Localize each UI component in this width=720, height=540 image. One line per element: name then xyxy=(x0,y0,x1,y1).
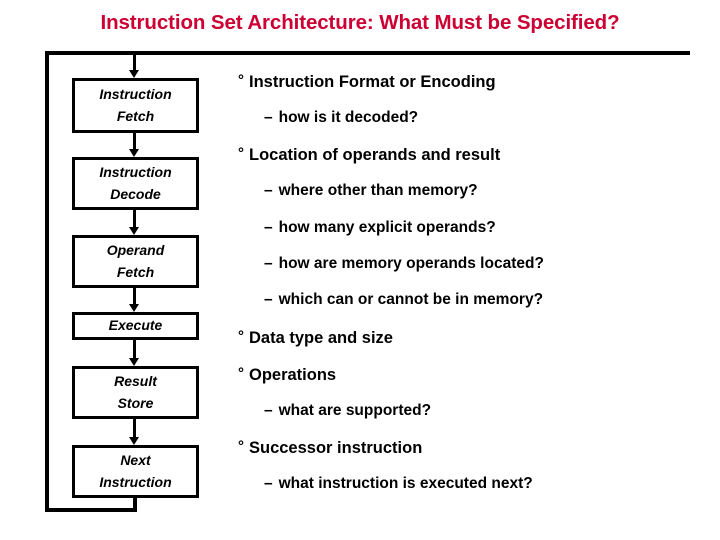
bullet-how-are-memory-operands-located: –how are memory operands located? xyxy=(238,255,544,273)
flow-box-label: Store xyxy=(117,394,154,411)
bullet-data-type-and-size: ° Data type and size xyxy=(238,328,393,348)
flow-box-label: Execute xyxy=(108,317,163,334)
bullet-text: how are memory operands located? xyxy=(278,255,544,272)
flow-box-label: Next xyxy=(120,451,151,468)
dash-bullet-icon: – xyxy=(264,475,273,492)
arrowhead-decode-to-operand xyxy=(129,227,139,235)
connector-operand-to-execute xyxy=(133,288,136,305)
connector-decode-to-operand xyxy=(133,210,136,228)
bullet-text: which can or cannot be in memory? xyxy=(278,291,544,308)
bullet-location-of-operands: ° Location of operands and result xyxy=(238,145,500,165)
connector-result-to-next xyxy=(133,419,136,438)
feedback-loop-left-line xyxy=(45,51,49,512)
feedback-loop-bottom-line xyxy=(45,508,137,512)
degree-bullet-icon: ° xyxy=(238,328,244,345)
bullet-how-many-explicit-operands: –how many explicit operands? xyxy=(238,219,496,237)
feedback-loop-riser-line xyxy=(133,498,137,512)
connector-execute-to-result xyxy=(133,340,136,359)
bullet-what-instruction-is-executed-next: –what instruction is executed next? xyxy=(238,475,533,493)
arrowhead-result-to-next xyxy=(129,437,139,445)
degree-bullet-icon: ° xyxy=(238,438,244,455)
bullet-operations: ° Operations xyxy=(238,365,336,385)
dash-bullet-icon: – xyxy=(264,109,273,126)
bullet-successor-instruction: ° Successor instruction xyxy=(238,438,422,458)
bullet-text: how many explicit operands? xyxy=(278,219,496,236)
bullet-text: Data type and size xyxy=(249,329,393,347)
dash-bullet-icon: – xyxy=(264,182,273,199)
bullet-text: what instruction is executed next? xyxy=(278,475,533,492)
page-title: Instruction Set Architecture: What Must … xyxy=(100,11,620,34)
title-divider-rule xyxy=(45,51,690,55)
flow-box-label: Fetch xyxy=(116,107,155,124)
dash-bullet-icon: – xyxy=(264,219,273,236)
bullet-instruction-format: ° Instruction Format or Encoding xyxy=(238,72,496,92)
flow-box-execute[interactable]: Execute xyxy=(72,312,199,340)
bullet-text: Instruction Format or Encoding xyxy=(249,73,496,91)
dash-bullet-icon: – xyxy=(264,255,273,272)
dash-bullet-icon: – xyxy=(264,291,273,308)
connector-fetch-to-decode xyxy=(133,133,136,150)
dash-bullet-icon: – xyxy=(264,402,273,419)
arrowhead-fetch-to-decode xyxy=(129,149,139,157)
bullet-how-is-it-decoded: –how is it decoded? xyxy=(238,109,418,127)
flow-box-label: Instruction xyxy=(99,163,172,180)
bullet-which-can-or-cannot-be-in-memory: –which can or cannot be in memory? xyxy=(238,291,543,309)
bullet-text: Operations xyxy=(249,366,337,384)
degree-bullet-icon: ° xyxy=(238,72,244,89)
bullet-text: Location of operands and result xyxy=(249,146,501,164)
flow-box-label: Operand xyxy=(106,241,165,258)
flow-box-label: Result xyxy=(114,372,157,389)
connector-into-fetch xyxy=(133,55,136,71)
bullet-text: what are supported? xyxy=(278,402,432,419)
bullet-text: where other than memory? xyxy=(278,182,478,199)
arrowhead-into-fetch xyxy=(129,70,139,78)
flow-box-label: Fetch xyxy=(116,263,155,280)
degree-bullet-icon: ° xyxy=(238,365,244,382)
bullet-what-are-supported: –what are supported? xyxy=(238,402,431,420)
bullet-where-other-than-memory: –where other than memory? xyxy=(238,182,478,200)
flow-box-label: Instruction xyxy=(99,473,172,490)
flow-box-label: Instruction xyxy=(99,85,172,102)
flow-box-label: Decode xyxy=(110,185,161,202)
bullet-text: how is it decoded? xyxy=(278,109,419,126)
arrowhead-operand-to-execute xyxy=(129,304,139,312)
degree-bullet-icon: ° xyxy=(238,145,244,162)
bullet-text: Successor instruction xyxy=(249,439,423,457)
arrowhead-execute-to-result xyxy=(129,358,139,366)
